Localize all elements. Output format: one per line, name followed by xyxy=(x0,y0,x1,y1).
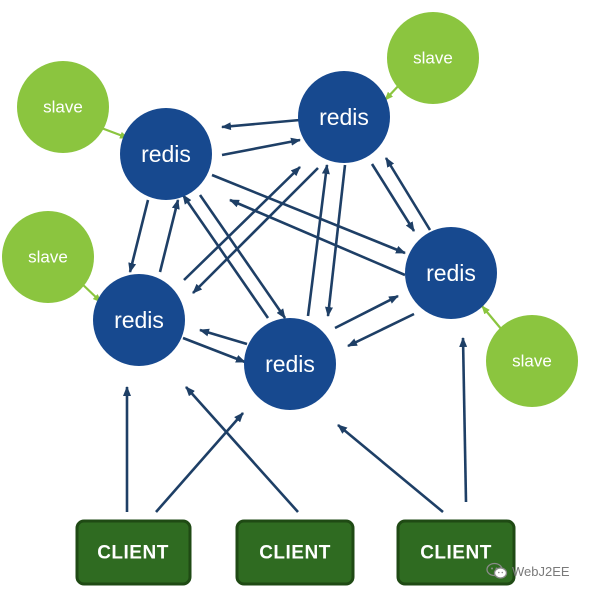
slave-node-label: slave xyxy=(413,49,453,68)
slave-node: slave xyxy=(486,315,578,407)
connection-arrow xyxy=(183,166,301,281)
redis-node-label: redis xyxy=(114,307,164,333)
slave-node-label: slave xyxy=(43,98,83,117)
redis-node-label: redis xyxy=(319,104,369,130)
connection-arrow xyxy=(347,312,415,348)
connection-arrow xyxy=(181,194,270,319)
connection-arrow xyxy=(199,328,248,346)
redis-node: redis xyxy=(120,108,212,200)
client-node: CLIENT xyxy=(396,519,516,586)
connection-arrow xyxy=(185,386,299,513)
wechat-icon xyxy=(486,562,508,579)
redis-node: redis xyxy=(93,274,185,366)
client-node-shape xyxy=(396,519,516,586)
redis-node-shape xyxy=(244,318,336,410)
connection-arrow xyxy=(211,173,406,255)
connection-arrow xyxy=(370,163,416,232)
connection-arrow xyxy=(182,336,246,364)
slave-link-arrow xyxy=(481,305,503,331)
slave-node-shape xyxy=(17,61,109,153)
connection-arrow xyxy=(384,157,432,231)
redis-node: redis xyxy=(244,318,336,410)
connection-arrow xyxy=(155,412,244,513)
slave-node: slave xyxy=(2,211,94,303)
redis-node-shape xyxy=(120,108,212,200)
redis-node: redis xyxy=(298,71,390,163)
connection-arrow xyxy=(459,337,468,503)
connection-arrow xyxy=(192,167,319,294)
client-node: CLIENT xyxy=(75,519,192,586)
client-node-shape xyxy=(75,519,192,586)
nodes: slave slave slave slave redis redis xyxy=(2,12,578,586)
slave-node: slave xyxy=(387,12,479,104)
redis-node: redis xyxy=(405,227,497,319)
client-node: CLIENT xyxy=(235,519,355,586)
redis-node-label: redis xyxy=(141,141,191,167)
watermark-text: WebJ2EE xyxy=(512,563,570,579)
slave-node-shape xyxy=(387,12,479,104)
connection-arrow xyxy=(221,118,301,131)
connection-arrow xyxy=(334,294,399,330)
client-node-label: CLIENT xyxy=(420,543,492,564)
connection-arrow xyxy=(306,164,330,317)
slave-node-shape xyxy=(2,211,94,303)
slave-node-label: slave xyxy=(28,248,68,267)
connection-arrow xyxy=(158,199,180,273)
connection-arrow xyxy=(198,194,287,319)
redis-node-shape xyxy=(405,227,497,319)
connection-arrow xyxy=(128,199,150,273)
redis-node-label: redis xyxy=(426,260,476,286)
slave-node-shape xyxy=(486,315,578,407)
slave-node-label: slave xyxy=(512,352,552,371)
connection-arrow xyxy=(337,423,444,514)
slave-node: slave xyxy=(17,61,109,153)
connection-arrow xyxy=(325,164,347,317)
connection-arrows xyxy=(123,118,468,514)
client-node-shape xyxy=(235,519,355,586)
client-node-label: CLIENT xyxy=(97,543,169,564)
watermark: WebJ2EE xyxy=(486,562,570,580)
client-node-label: CLIENT xyxy=(259,543,331,564)
redis-node-label: redis xyxy=(265,351,315,377)
redis-node-shape xyxy=(298,71,390,163)
redis-node-shape xyxy=(93,274,185,366)
connection-arrow xyxy=(221,137,301,157)
